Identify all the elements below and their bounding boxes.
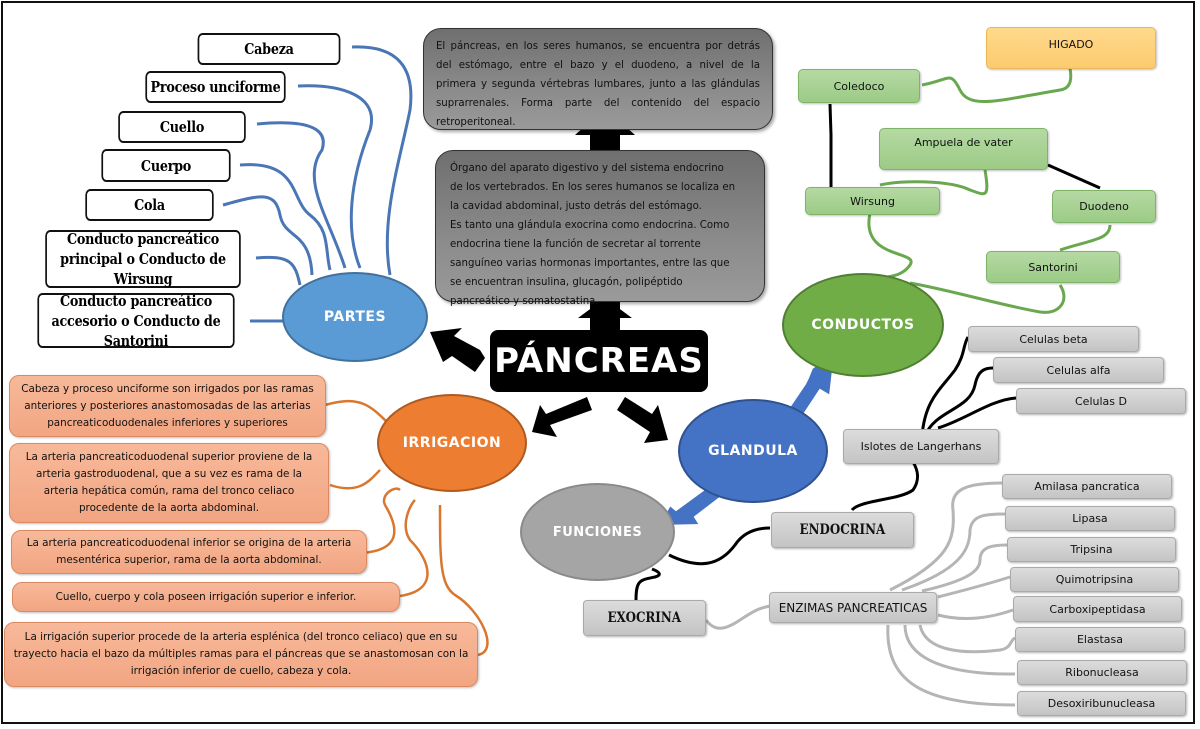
connector-partes-cabeza — [351, 45, 413, 276]
connector-enzima-7 — [903, 624, 1016, 676]
connector-enzima-8 — [886, 624, 1016, 707]
node-conductos-label: CONDUCTOS — [811, 317, 915, 333]
connector-coledoco-higado — [921, 67, 1073, 103]
conducto-coledoco: Coledoco — [798, 69, 920, 103]
definition-line: se encuentran insulina, glucagón, polipé… — [450, 277, 683, 288]
definition-line: pancreático y somatostatina. — [450, 296, 599, 307]
enzima-item: Carboxipeptidasa — [1013, 596, 1182, 622]
connector-funciones-exocrina — [634, 567, 661, 601]
connector-funciones-endocrina — [668, 526, 771, 566]
arrow-to-irrigacion — [532, 397, 592, 437]
irrigacion-note-3: La arteria pancreaticoduodenal inferior … — [11, 530, 367, 574]
connector-coledoco-wirsung — [828, 103, 833, 187]
partes-item-cuello: Cuello — [118, 111, 246, 143]
connector-islotes-alfa — [923, 366, 994, 437]
definition-line: sanguíneo varias hormonas importantes, e… — [450, 258, 730, 269]
connector-enzima-2 — [901, 512, 1006, 592]
connector-irrigacion-4 — [399, 499, 429, 598]
irrigacion-note-2: La arteria pancreaticoduodenal superior … — [9, 443, 329, 523]
connector-duodeno-santorini — [1059, 224, 1112, 252]
connector-partes-wirsung — [255, 255, 302, 286]
partes-item-cola: Cola — [85, 189, 214, 221]
definition-line: de los vertebrados. En los seres humanos… — [450, 182, 736, 193]
connector-enzima-3 — [921, 543, 1008, 593]
higado-box: HIGADO — [986, 27, 1156, 69]
partes-item-cabeza: Cabeza — [197, 33, 341, 65]
definition-line: Es tanto una glándula exocrina como endo… — [450, 220, 730, 231]
partes-item-santorini: Conducto pancreático accesorio o Conduct… — [37, 292, 235, 350]
partes-item-proceso-unciforme: Proceso unciforme — [145, 71, 286, 103]
arrow-to-glandula — [617, 397, 668, 443]
enzimas-pancreaticas-box: ENZIMAS PANCREATICAS — [769, 592, 937, 623]
enzima-item: Desoxiribunucleasa — [1017, 691, 1186, 716]
node-glandula: GLANDULA — [678, 399, 828, 503]
connector-partes-cuello — [256, 121, 347, 269]
conducto-ampuela-de-vater: Ampuela de vater — [879, 128, 1048, 170]
connector-enzima-4 — [937, 575, 1011, 599]
node-funciones: FUNCIONES — [520, 483, 675, 581]
conducto-coledoco-label: Coledoco — [833, 79, 885, 93]
connector-enzima-5 — [937, 608, 1014, 621]
connector-wirsung-conductos — [867, 212, 913, 281]
definition-line: la cavidad abdominal, justo detrás del e… — [450, 201, 702, 212]
endocrina-label: ENDOCRINA — [799, 522, 886, 538]
node-irrigacion: IRRIGACION — [377, 394, 527, 492]
conducto-santorini: Santorini — [986, 251, 1120, 283]
connector-irrigacion-1 — [324, 399, 391, 426]
exocrina-box: EXOCRINA — [583, 600, 706, 636]
irrigacion-note-4: Cuello, cuerpo y cola poseen irrigación … — [12, 582, 400, 612]
connector-exocrina-enzimas — [704, 604, 771, 630]
central-title: PÁNCREAS — [490, 330, 708, 392]
partes-item-wirsung: Conducto pancreático principal o Conduct… — [45, 230, 241, 288]
celulas-beta: Celulas beta — [968, 326, 1139, 352]
node-funciones-label: FUNCIONES — [552, 524, 643, 540]
celulas-alfa: Celulas alfa — [993, 357, 1164, 383]
node-irrigacion-label: IRRIGACION — [402, 435, 502, 451]
enzima-item: Ribonucleasa — [1017, 660, 1187, 685]
connector-irrigacion-2 — [329, 469, 381, 490]
enzima-item: Quimotripsina — [1010, 567, 1179, 592]
definition-line: endocrina tiene la función de secretar a… — [450, 239, 701, 250]
enzima-item: Tripsina — [1007, 537, 1176, 562]
irrigacion-note-5: La irrigación superior procede de la art… — [4, 622, 478, 687]
celulas-d: Celulas D — [1016, 388, 1186, 414]
connector-islotes-d — [937, 396, 1017, 430]
enzima-item: Lipasa — [1005, 506, 1175, 531]
definition-line: Órgano del aparato digestivo y del siste… — [450, 163, 724, 174]
node-glandula-label: GLANDULA — [708, 443, 798, 459]
islotes-de-langerhans: Islotes de Langerhans — [843, 429, 999, 464]
connector-endocrina-islotes — [850, 461, 919, 512]
connector-partes-cuerpo — [239, 163, 332, 271]
node-partes: PARTES — [282, 272, 428, 362]
connector-irrigacion-3 — [361, 487, 401, 555]
connector-partes-proceso — [297, 84, 374, 269]
node-partes-label: PARTES — [323, 309, 387, 325]
conducto-wirsung: Wirsung — [805, 187, 940, 215]
partes-item-cuerpo: Cuerpo — [101, 149, 231, 182]
exocrina-label: EXOCRINA — [607, 610, 682, 626]
definition-description: Órgano del aparato digestivo y del siste… — [435, 150, 765, 307]
conducto-duodeno-label: Duodeno — [1079, 200, 1129, 213]
enzima-item: Amilasa pancratica — [1002, 474, 1172, 499]
conducto-duodeno: Duodeno — [1052, 190, 1156, 223]
higado-label: HIGADO — [1048, 38, 1094, 51]
connector-enzima-6 — [918, 624, 1016, 654]
endocrina-box: ENDOCRINA — [771, 512, 914, 548]
connector-ampuela-duodeno — [1047, 163, 1101, 190]
irrigacion-note-1: Cabeza y proceso unciforme son irrigados… — [9, 375, 326, 437]
location-description: El páncreas, en los seres humanos, se en… — [423, 28, 773, 130]
node-conductos: CONDUCTOS — [782, 273, 944, 377]
arrow-to-partes — [430, 328, 485, 372]
enzima-item: Elastasa — [1015, 627, 1185, 652]
conducto-santorini-label: Santorini — [1028, 260, 1078, 274]
conducto-wirsung-label: Wirsung — [850, 194, 895, 208]
conducto-ampuela-label: Ampuela de vater — [914, 136, 1013, 149]
